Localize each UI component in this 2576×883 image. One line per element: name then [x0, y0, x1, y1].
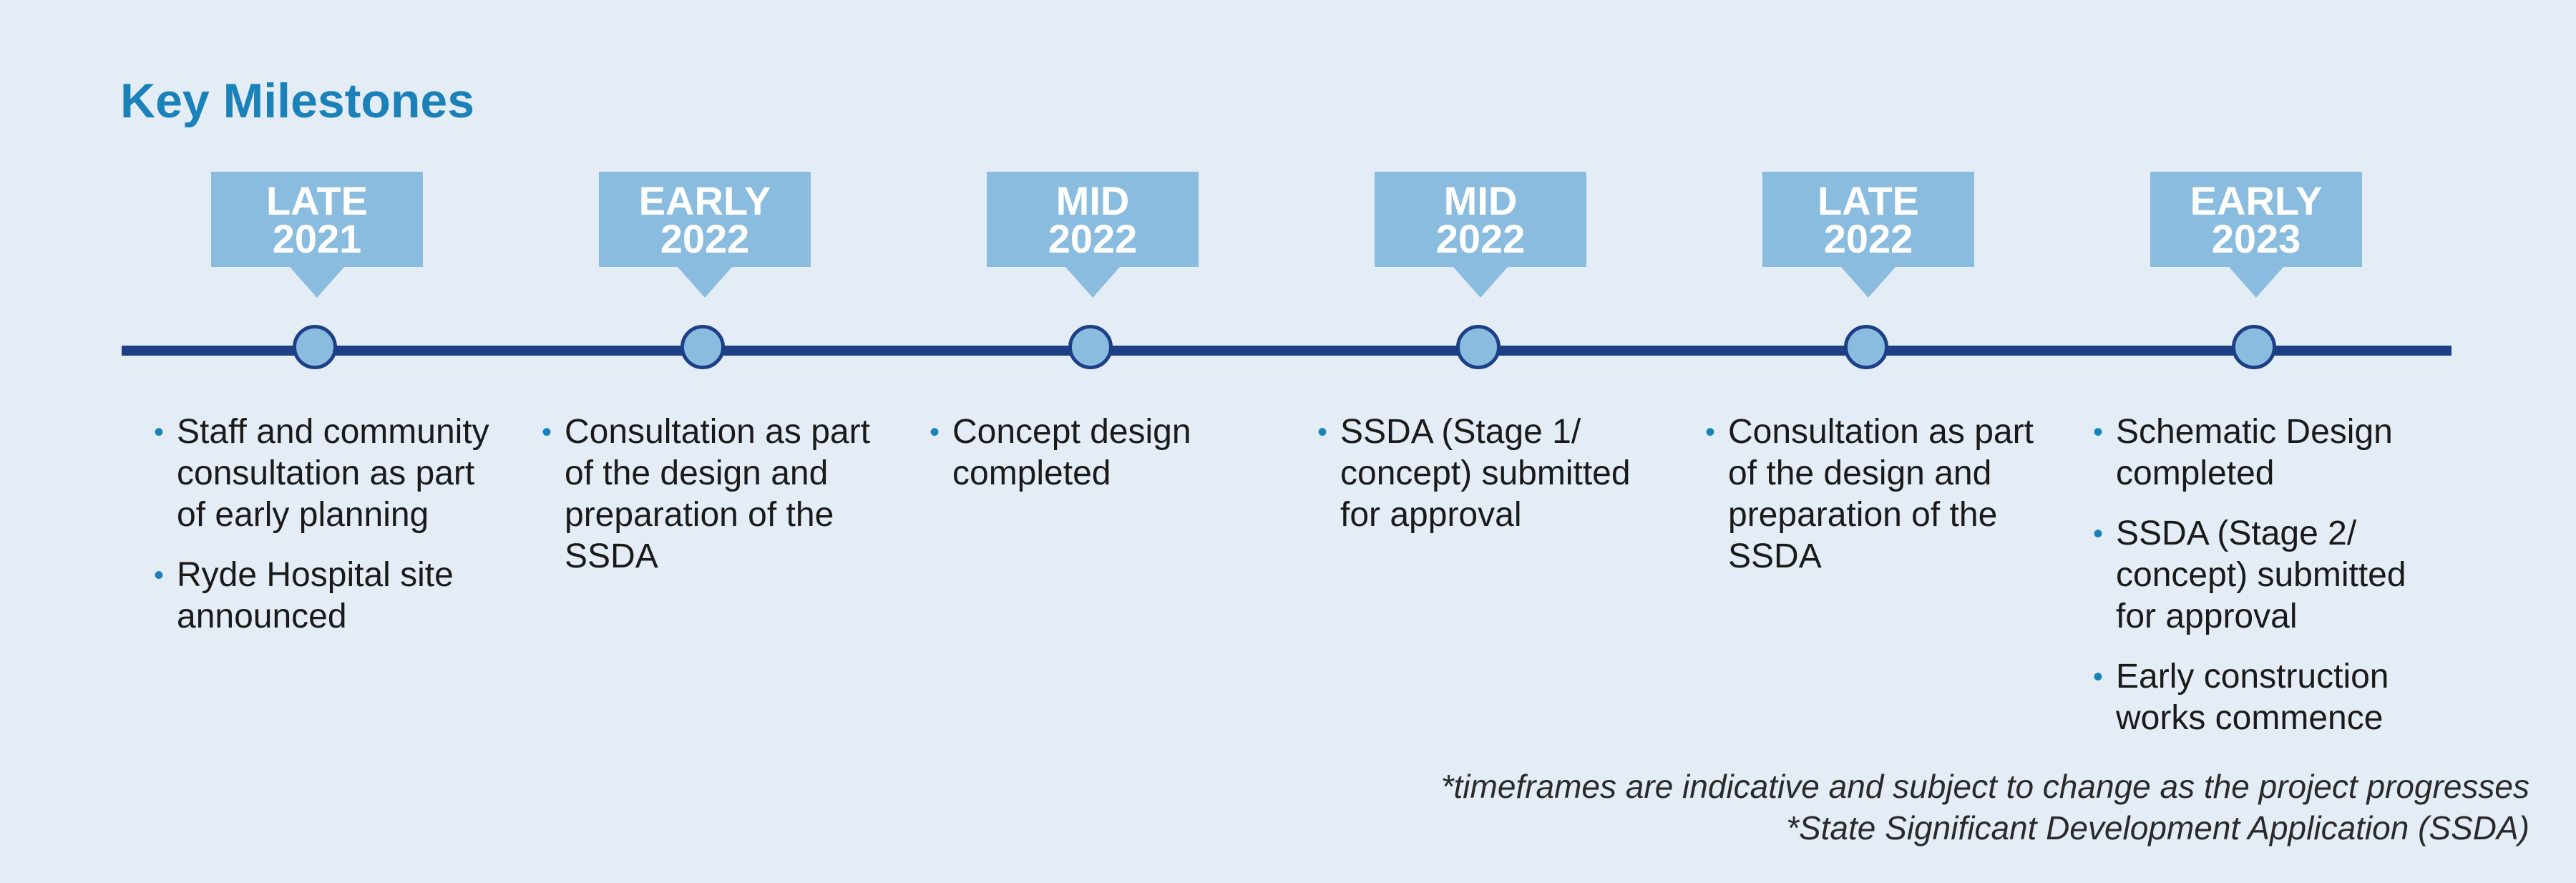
list-item-text: Ryde Hospital site announced: [177, 556, 454, 635]
date-year: 2022: [660, 215, 750, 261]
date-tag: EARLY 2022: [599, 172, 811, 267]
timeline-node: [293, 325, 337, 369]
list-item-text: SSDA (Stage 1/ concept) submitted for ap…: [1340, 413, 1631, 534]
date-tag: MID 2022: [987, 172, 1199, 267]
list-item: • Consultation as part of the design and …: [542, 411, 885, 577]
list-item: • SSDA (Stage 2/ concept) submitted for a…: [2093, 513, 2436, 638]
bullet-icon: •: [2093, 661, 2104, 693]
date-period: LATE: [265, 177, 369, 223]
list-item-text: Concept design completed: [952, 413, 1191, 492]
date-year: 2022: [1048, 215, 1138, 261]
date-tag: LATE 2021: [211, 172, 423, 267]
footnote-ssda: *State Significant Development Applicati…: [1786, 809, 2529, 847]
list-item-text: Consultation as part of the design and p…: [1728, 413, 2034, 575]
date-tag-pointer: [289, 266, 345, 298]
list-item-text: Early construction works commence: [2116, 658, 2389, 737]
date-tag: LATE 2022: [1762, 172, 1974, 267]
milestone-1: LATE 2021 • Staff and community consultat…: [131, 0, 503, 883]
list-item-text: SSDA (Stage 2/ concept) submitted for ap…: [2116, 514, 2406, 635]
milestone-bullet-list: • Schematic Design completed • SSDA (Stage…: [2093, 411, 2436, 758]
footnote-timeframes: *timeframes are indicative and subject t…: [1440, 768, 2529, 805]
date-year: 2021: [272, 215, 362, 261]
list-item: • Early construction works commence: [2093, 656, 2436, 739]
bullet-icon: •: [154, 416, 165, 448]
bullet-icon: •: [542, 416, 552, 448]
list-item-text: Staff and community consultation as part…: [177, 413, 489, 534]
date-period: EARLY: [638, 177, 771, 223]
list-item: • Staff and community consultation as par…: [154, 411, 497, 536]
bullet-icon: •: [930, 416, 940, 448]
milestone-bullet-list: • SSDA (Stage 1/ concept) submitted for a…: [1317, 411, 1661, 555]
date-tag-pointer: [1453, 266, 1508, 298]
date-tag-pointer: [1840, 266, 1896, 298]
timeline-node: [2232, 325, 2276, 369]
list-item: • Concept design completed: [930, 411, 1273, 494]
bullet-icon: •: [1317, 416, 1328, 448]
timeline-node: [680, 325, 725, 369]
bullet-icon: •: [1705, 416, 1716, 448]
list-item: • Schematic Design completed: [2093, 411, 2436, 494]
date-tag-pointer: [1065, 266, 1121, 298]
bullet-icon: •: [2093, 416, 2104, 448]
date-year: 2022: [1435, 215, 1526, 261]
milestone-bullet-list: • Consultation as part of the design and …: [1705, 411, 2049, 596]
bullet-icon: •: [2093, 518, 2104, 550]
timeline-node: [1844, 325, 1888, 369]
milestone-bullet-list: • Consultation as part of the design and …: [542, 411, 885, 596]
list-item: • SSDA (Stage 1/ concept) submitted for a…: [1317, 411, 1661, 536]
milestone-2: EARLY 2022 • Consultation as part of the …: [519, 0, 891, 883]
date-tag-pointer: [2228, 266, 2284, 298]
date-period: MID: [1055, 177, 1130, 223]
date-tag-pointer: [677, 266, 733, 298]
milestone-4: MID 2022 • SSDA (Stage 1/ concept) submit…: [1294, 0, 1667, 883]
footnotes: *timeframes are indicative and subject t…: [1441, 766, 2529, 849]
milestone-bullet-list: • Staff and community consultation as par…: [154, 411, 497, 656]
date-period: LATE: [1817, 177, 1920, 223]
list-item: • Consultation as part of the design and …: [1705, 411, 2049, 577]
milestone-5: LATE 2022 • Consultation as part of the d…: [1682, 0, 2054, 883]
milestone-6: EARLY 2023 • Schematic Design completed •…: [2070, 0, 2442, 883]
date-period: EARLY: [2190, 177, 2323, 223]
timeline-node: [1068, 325, 1113, 369]
timeline-node: [1456, 325, 1501, 369]
date-tag: EARLY 2023: [2150, 172, 2362, 267]
date-year: 2023: [2211, 215, 2301, 261]
page-title: Key Milestones: [120, 74, 475, 128]
list-item: • Ryde Hospital site announced: [154, 555, 497, 638]
list-item-text: Schematic Design completed: [2116, 413, 2393, 492]
date-tag: MID 2022: [1375, 172, 1586, 267]
date-year: 2022: [1823, 215, 1913, 261]
milestone-bullet-list: • Concept design completed: [930, 411, 1273, 513]
date-period: MID: [1443, 177, 1518, 223]
bullet-icon: •: [154, 560, 165, 591]
milestone-3: MID 2022 • Concept design completed: [907, 0, 1279, 883]
list-item-text: Consultation as part of the design and p…: [565, 413, 870, 575]
